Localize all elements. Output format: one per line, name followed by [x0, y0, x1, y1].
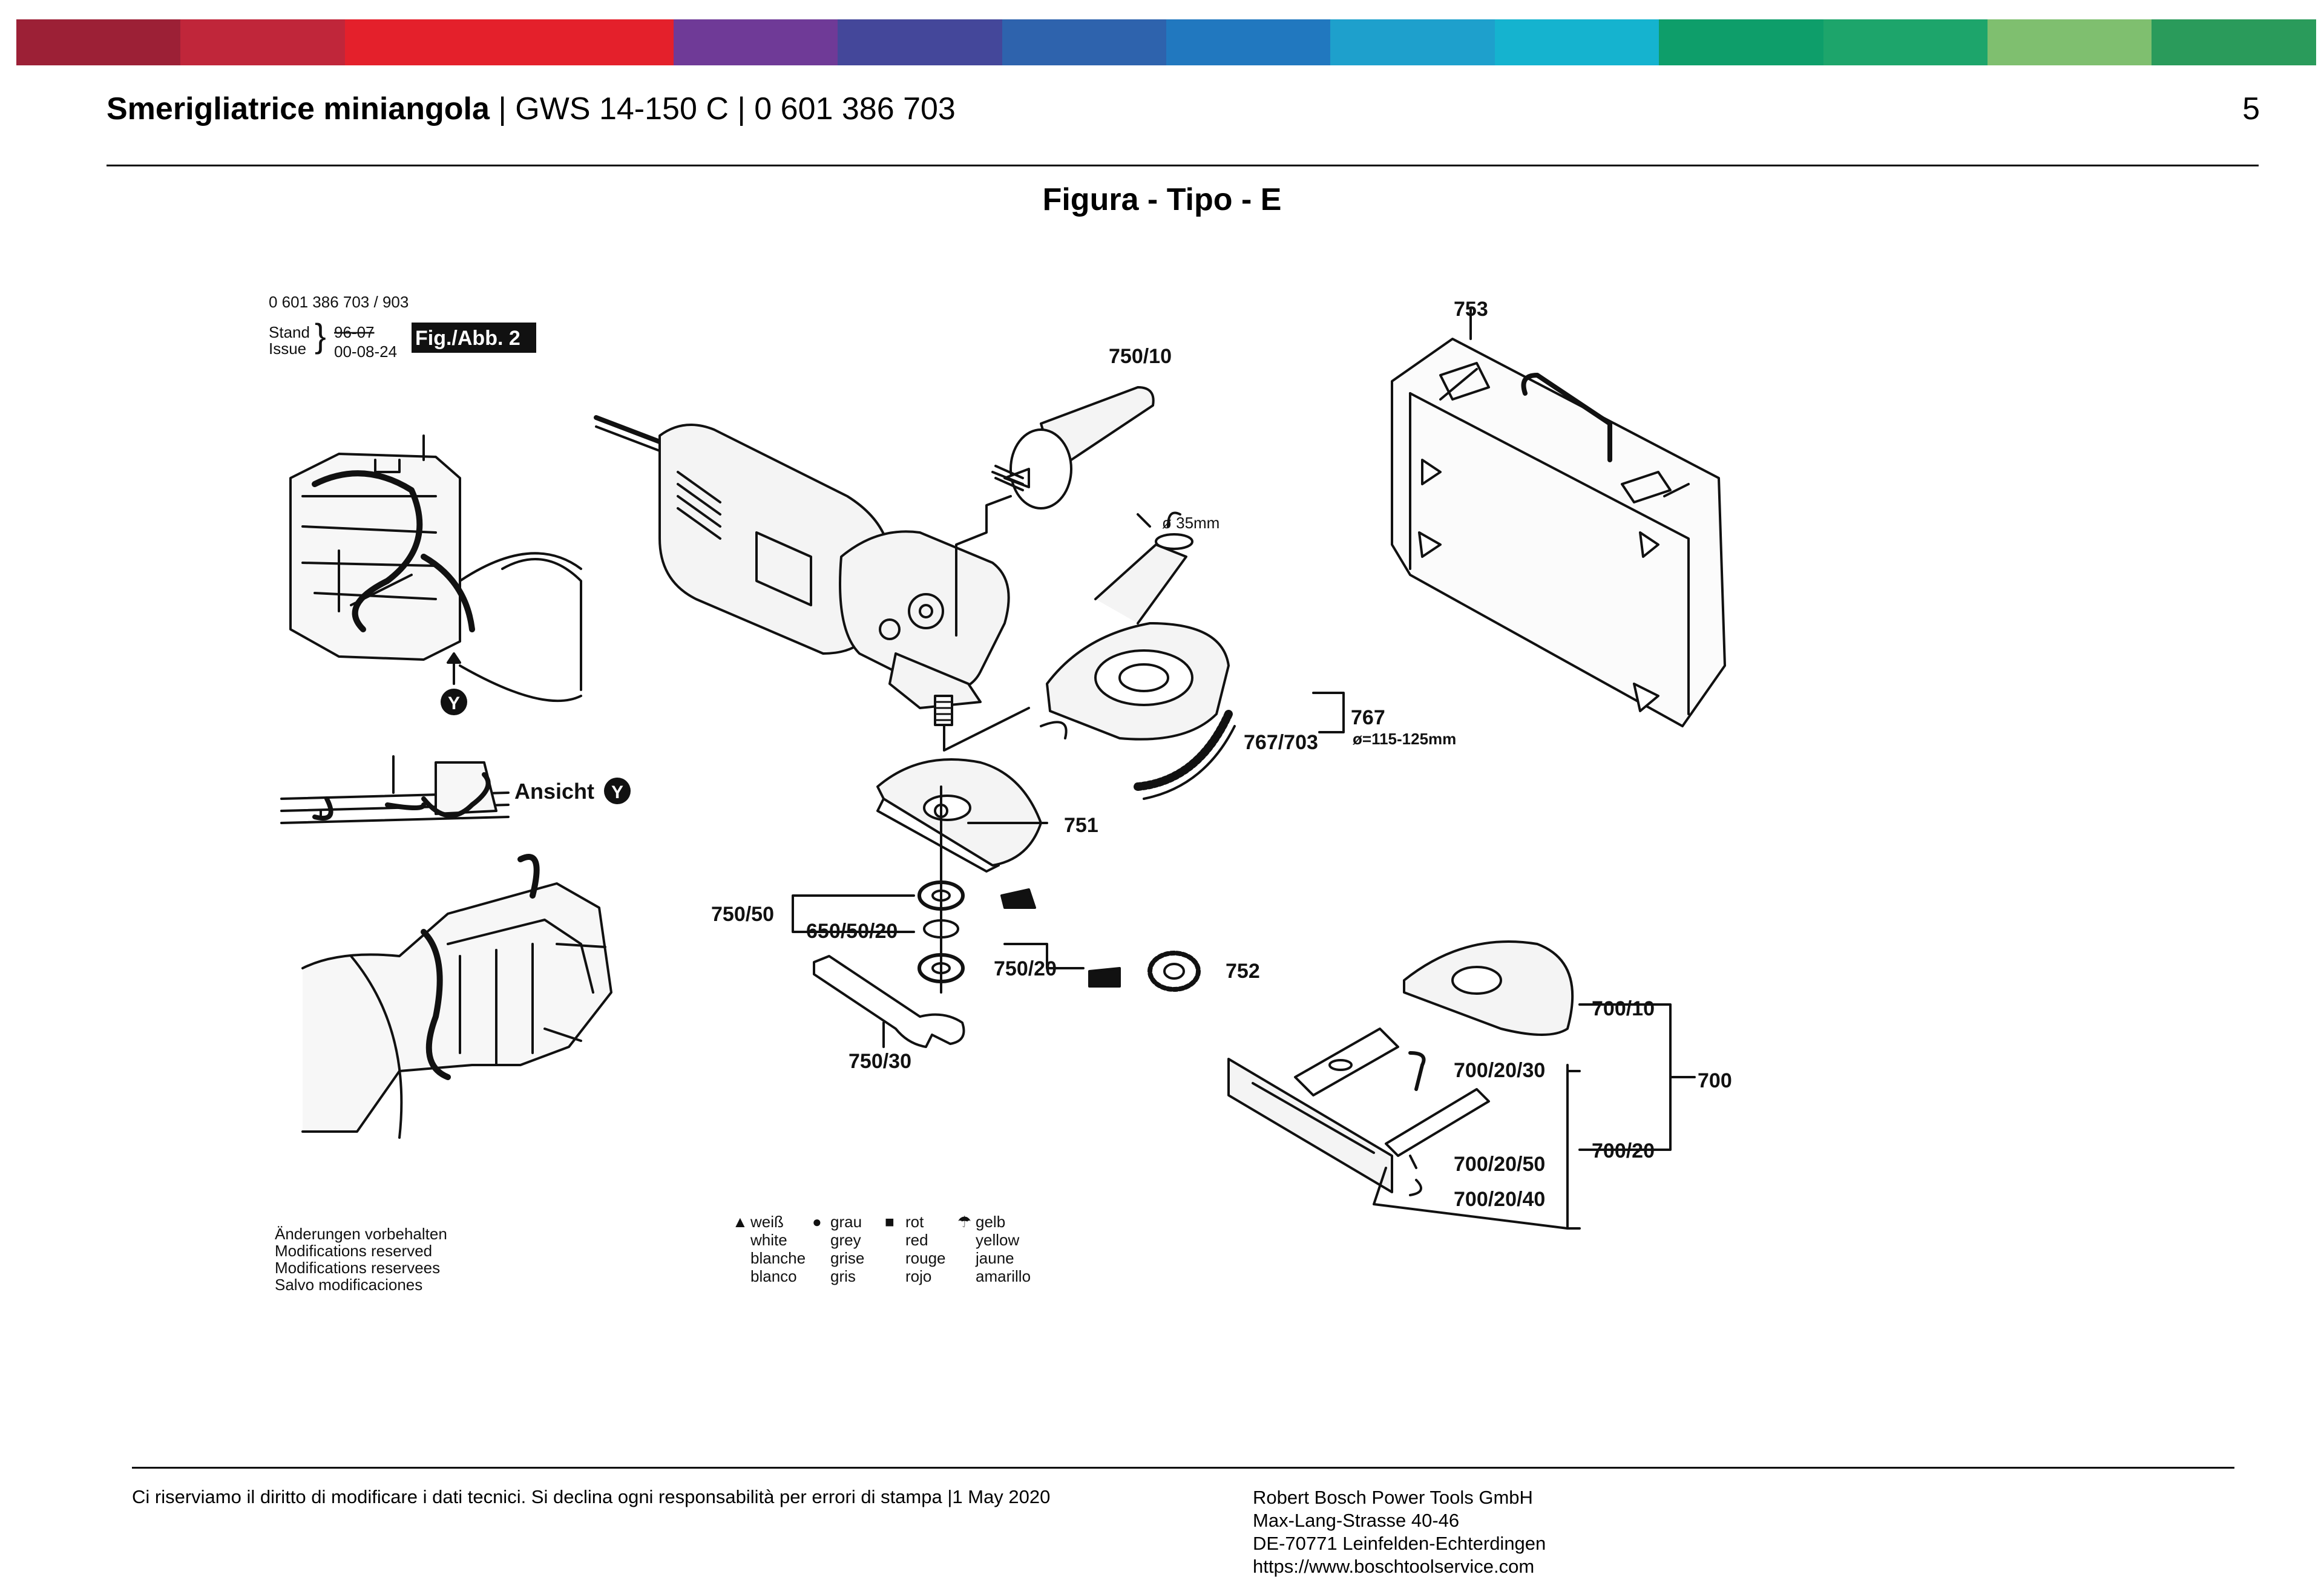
company-name: Robert Bosch Power Tools GmbH	[1253, 1487, 1533, 1508]
legend-yellow-symbol: ☂	[957, 1213, 971, 1231]
stand-value: 96-07	[334, 323, 375, 341]
header-separator: |	[737, 91, 746, 126]
color-band-segment	[1988, 19, 2152, 65]
color-band-segment	[509, 19, 674, 65]
figure-title: Figura - Tipo - E	[1042, 182, 1282, 217]
footer-address: Robert Bosch Power Tools GmbH Max-Lang-S…	[1253, 1486, 1546, 1578]
color-band-segment	[16, 19, 181, 65]
wheel-guard-drawing	[876, 758, 1042, 873]
part-700: 700	[1698, 1069, 1732, 1092]
legend-white-symbol: ▲	[732, 1213, 748, 1231]
spanner-drawing	[813, 955, 965, 1048]
y-marker: Y	[448, 693, 460, 713]
color-band-segment	[1166, 19, 1331, 65]
y-marker-view: Y	[611, 782, 623, 802]
part-752: 752	[1226, 960, 1260, 983]
color-band-segment	[838, 19, 1002, 65]
dimension-35: ø 35mm	[1162, 514, 1219, 532]
side-handle-drawing	[955, 386, 1155, 637]
brand-color-band	[16, 19, 2316, 65]
issue-date: 00-08-24	[334, 342, 397, 361]
svg-text:grise: grise	[830, 1249, 864, 1267]
svg-text:gelb: gelb	[976, 1213, 1005, 1231]
svg-text:grau: grau	[830, 1213, 862, 1231]
header-separator: |	[498, 91, 507, 126]
color-band-segment	[180, 19, 345, 65]
svg-text:Modifications reservees: Modifications reservees	[275, 1259, 440, 1277]
part-750-20: 750/20	[994, 957, 1057, 980]
doc-number: 0 601 386 703 / 903	[269, 293, 409, 311]
company-street: Max-Lang-Strasse 40-46	[1253, 1510, 1460, 1531]
dimension-115: ø=115-125mm	[1353, 730, 1456, 748]
part-700-20-50: 700/20/50	[1454, 1153, 1545, 1176]
svg-text:rot: rot	[905, 1213, 924, 1231]
svg-text:yellow: yellow	[976, 1231, 1019, 1249]
svg-text:white: white	[750, 1231, 787, 1249]
company-website-link[interactable]: https://www.boschtoolservice.com	[1253, 1556, 1535, 1577]
svg-text:red: red	[905, 1231, 928, 1249]
housing-detail-drawing	[301, 854, 612, 1139]
flange-parts-drawing	[917, 785, 1201, 994]
footer-disclaimer: Ci riserviamo il diritto di modificare i…	[132, 1486, 1051, 1507]
company-city: DE-70771 Leinfelden-Echterdingen	[1253, 1533, 1546, 1554]
svg-text:amarillo: amarillo	[976, 1267, 1031, 1285]
svg-text:}: }	[315, 316, 326, 355]
modifications-note: Änderungen vorbehalten Modifications res…	[275, 1225, 447, 1294]
svg-text:Änderungen vorbehalten: Änderungen vorbehalten	[275, 1225, 447, 1243]
part-767: 767	[1351, 706, 1385, 729]
legend-grey-symbol: ●	[812, 1213, 822, 1231]
stand-label: Stand	[269, 323, 310, 341]
cutting-guide-drawing	[1227, 940, 1574, 1230]
header-divider	[107, 165, 2259, 166]
carrying-case-drawing	[1391, 307, 1726, 727]
color-band-segment	[1823, 19, 1988, 65]
figure-badge: Fig./Abb. 2	[415, 327, 520, 350]
part-750-10: 750/10	[1109, 345, 1172, 368]
svg-text:weiß: weiß	[750, 1213, 784, 1231]
svg-text:Salvo modificaciones: Salvo modificaciones	[275, 1276, 422, 1294]
part-700-20: 700/20	[1592, 1139, 1655, 1162]
color-band-segment	[673, 19, 838, 65]
color-band-segment	[1330, 19, 1495, 65]
ansicht-label: Ansicht	[514, 779, 594, 804]
part-751: 751	[1064, 814, 1098, 837]
svg-text:jaune: jaune	[975, 1249, 1014, 1267]
svg-text:blanche: blanche	[750, 1249, 806, 1267]
part-700-20-30: 700/20/30	[1454, 1059, 1545, 1082]
part-700-10: 700/10	[1592, 997, 1655, 1020]
page-number: 5	[2242, 91, 2260, 126]
part-767-703: 767/703	[1244, 731, 1318, 754]
footer-divider	[132, 1467, 2234, 1469]
part-750-50: 750/50	[711, 903, 774, 926]
angle-grinder-drawing	[594, 415, 1030, 752]
svg-text:gris: gris	[830, 1267, 856, 1285]
model-name: Smerigliatrice miniangola	[107, 91, 490, 126]
color-legend: ▲ weiß white blanche blanco ● grau grey …	[732, 1213, 1031, 1285]
label-leader-lines	[792, 511, 1696, 1230]
svg-text:Modifications reserved: Modifications reserved	[275, 1242, 432, 1260]
color-band-segment	[2152, 19, 2316, 65]
legend-red-symbol: ■	[885, 1213, 894, 1231]
svg-text:rouge: rouge	[905, 1249, 946, 1267]
issue-label: Issue	[269, 339, 306, 358]
color-band-segment	[1659, 19, 1823, 65]
svg-text:blanco: blanco	[750, 1267, 797, 1285]
svg-text:grey: grey	[830, 1231, 861, 1249]
color-band-segment	[344, 19, 510, 65]
part-650-50-20: 650/50/20	[806, 920, 898, 943]
view-y-detail-drawing	[280, 755, 510, 824]
dust-guard-drawing	[1040, 533, 1236, 800]
model-code: GWS 14-150 C	[515, 91, 729, 126]
color-band-segment	[1002, 19, 1166, 65]
part-700-20-40: 700/20/40	[1454, 1188, 1545, 1211]
part-number: 0 601 386 703	[754, 91, 956, 126]
part-753: 753	[1454, 298, 1488, 321]
part-750-30: 750/30	[849, 1050, 911, 1073]
svg-text:rojo: rojo	[905, 1267, 931, 1285]
switch-detail-drawing	[289, 434, 582, 703]
page-header-title: Smerigliatrice miniangola | GWS 14-150 C…	[107, 91, 956, 127]
color-band-segment	[1494, 19, 1659, 65]
